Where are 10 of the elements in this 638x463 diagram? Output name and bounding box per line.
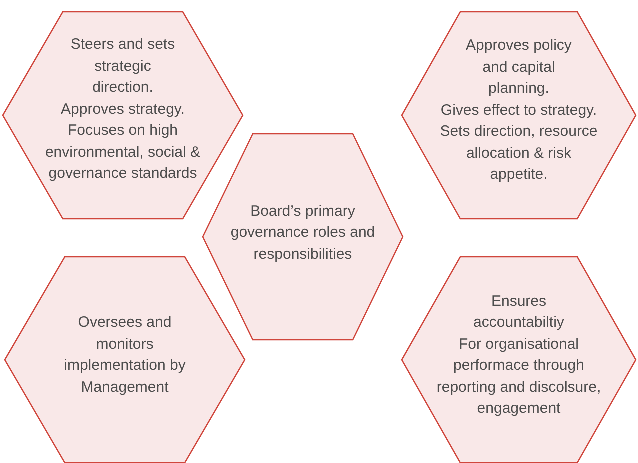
hexagon-text: Approves strategy. [60,100,186,120]
hexagon-text: Sets direction, resource allocation & risk appetite. [439,122,599,186]
hexagon-text: Oversees and monitors implementation by Management [63,313,187,398]
hexagon-text: Focuses on high environmental, social & governance standards [44,121,202,184]
hexagon-text: Gives effect to strategy. [440,100,598,121]
hexagon-text: For organisational performace through reporting and discolsure, engagement [436,334,602,419]
hexagon-text: Steers and sets strategic direction. [70,35,176,98]
hexagon-text: Ensures accountabiltiy [472,292,566,333]
hexagon-text: Approves policy and capital planning. [465,36,573,100]
hexagon-text: Board’s primary governance roles and responsibilities [230,202,376,265]
